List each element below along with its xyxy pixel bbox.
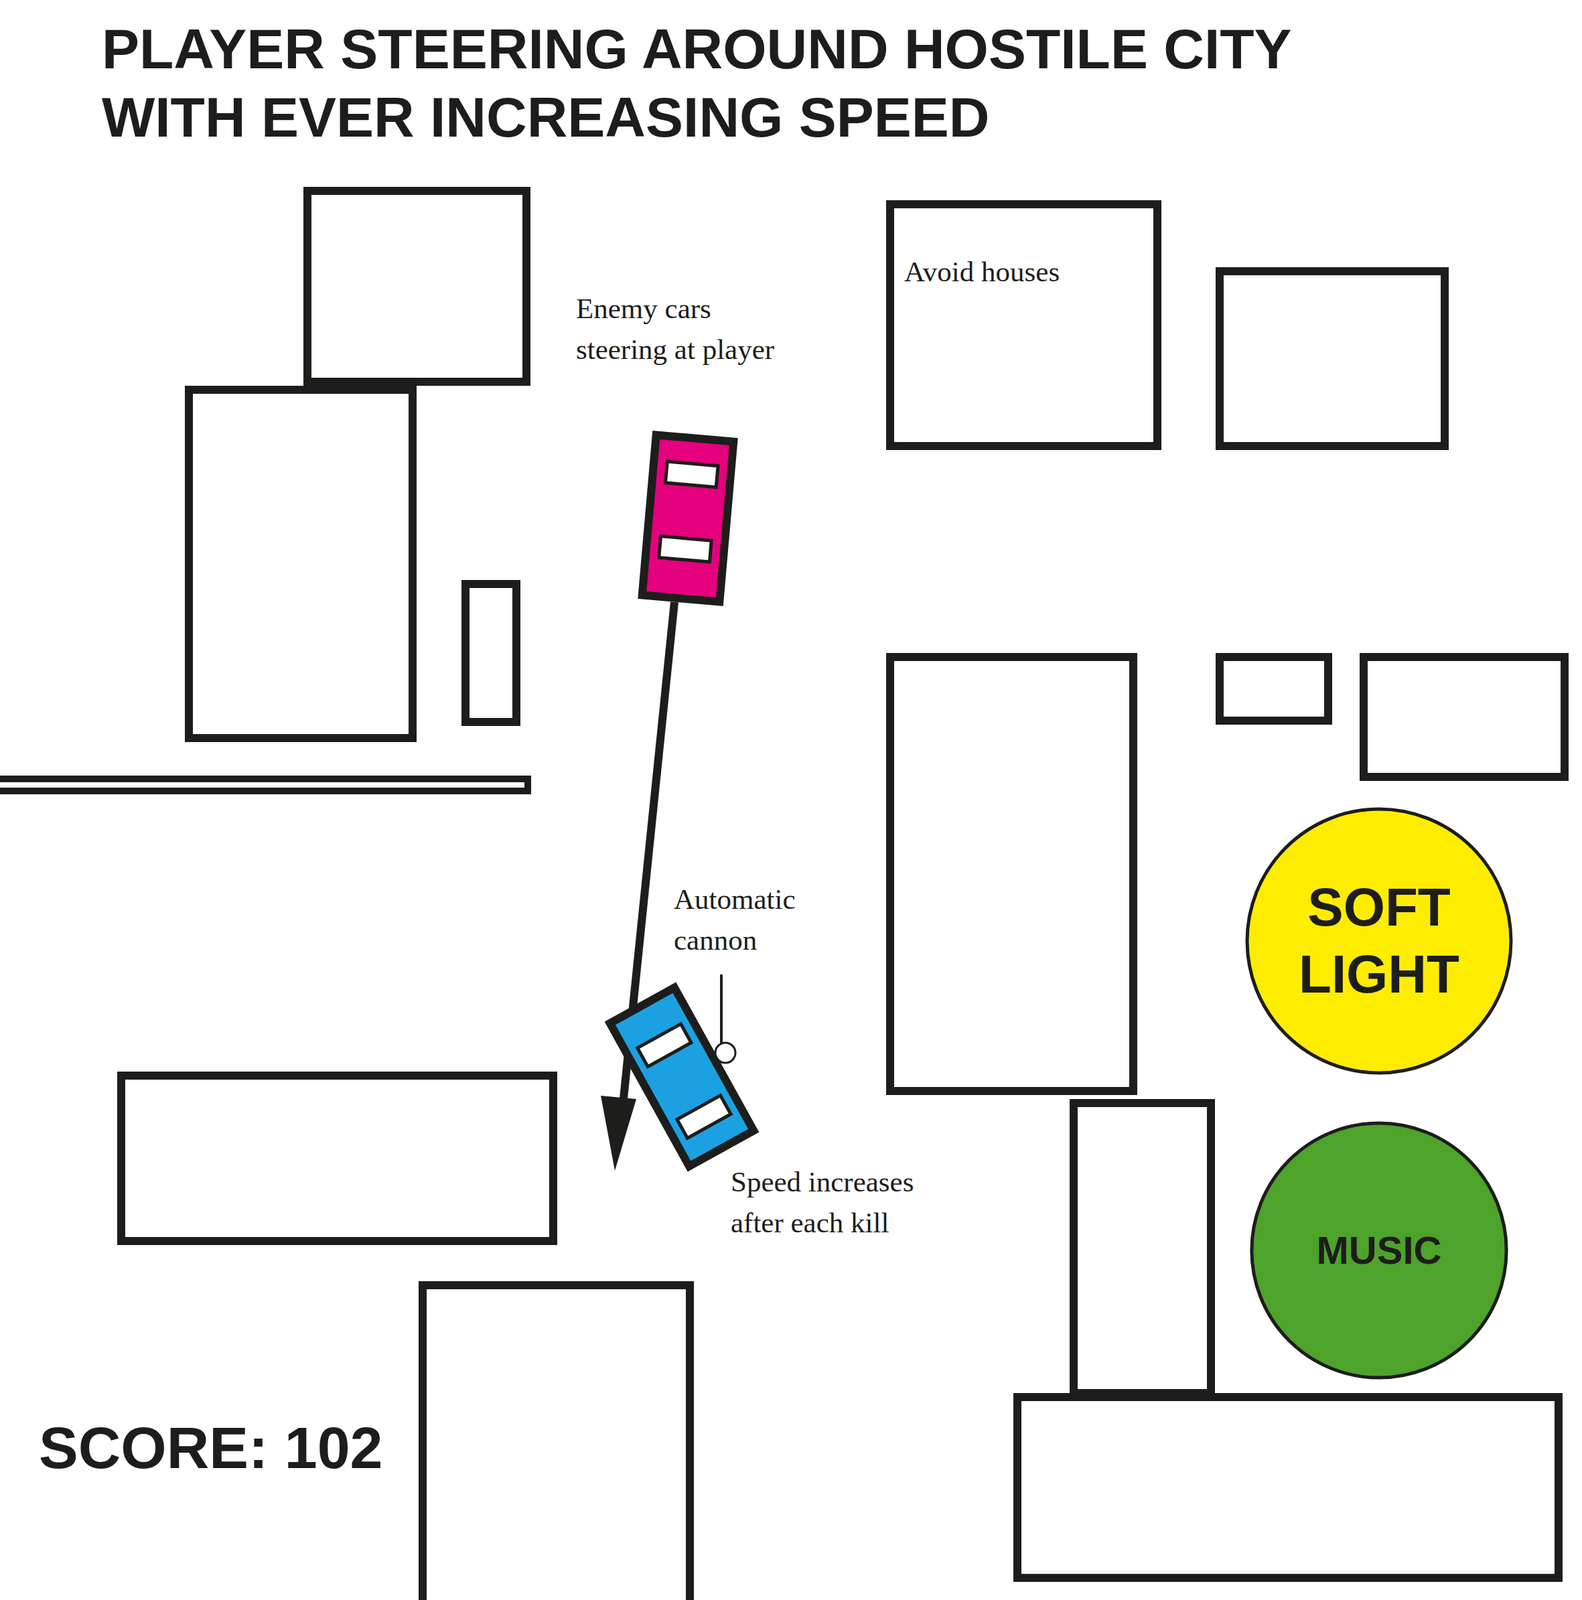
callout-note: Enemy cars steering at player bbox=[576, 288, 798, 370]
house bbox=[307, 190, 527, 382]
car-window bbox=[665, 461, 718, 488]
house bbox=[1017, 1397, 1559, 1578]
houses bbox=[0, 190, 1565, 1600]
house bbox=[422, 1285, 690, 1600]
button-label: MUSIC bbox=[1316, 1227, 1443, 1274]
house bbox=[465, 584, 517, 723]
house bbox=[1219, 271, 1445, 447]
car-body bbox=[642, 434, 734, 602]
house bbox=[1363, 657, 1565, 777]
car-body bbox=[610, 987, 755, 1167]
title: PLAYER STEERING AROUND HOSTILE CITY WITH… bbox=[101, 14, 1375, 152]
callout-note: Speed increases after each kill bbox=[730, 1161, 939, 1244]
circle-fill bbox=[1251, 1123, 1507, 1378]
house bbox=[1073, 1103, 1211, 1394]
arrow-head bbox=[600, 1095, 637, 1171]
enemy-car bbox=[642, 434, 734, 602]
house bbox=[188, 389, 413, 739]
wall bbox=[0, 778, 528, 791]
house-box: Avoid houses bbox=[886, 200, 1162, 451]
circle-fill bbox=[1247, 809, 1512, 1073]
soft-light-button: SOFT LIGHT bbox=[1244, 806, 1514, 1076]
house bbox=[1219, 657, 1329, 721]
house bbox=[890, 657, 1134, 1092]
player-car bbox=[610, 987, 755, 1167]
car-window bbox=[659, 536, 712, 563]
button-label: SOFT LIGHT bbox=[1278, 874, 1481, 1009]
cannon bbox=[715, 974, 736, 1063]
car-window bbox=[637, 1024, 692, 1067]
music-button: MUSIC bbox=[1249, 1120, 1509, 1381]
cannon-barrel bbox=[720, 974, 723, 1045]
score-display: SCORE: 102 bbox=[38, 1414, 508, 1482]
callout-note: Automatic cannon bbox=[673, 878, 848, 961]
house bbox=[121, 1075, 554, 1242]
house-label: Avoid houses bbox=[904, 252, 1060, 292]
car-window bbox=[677, 1095, 731, 1139]
button-circle bbox=[1244, 806, 1514, 1076]
